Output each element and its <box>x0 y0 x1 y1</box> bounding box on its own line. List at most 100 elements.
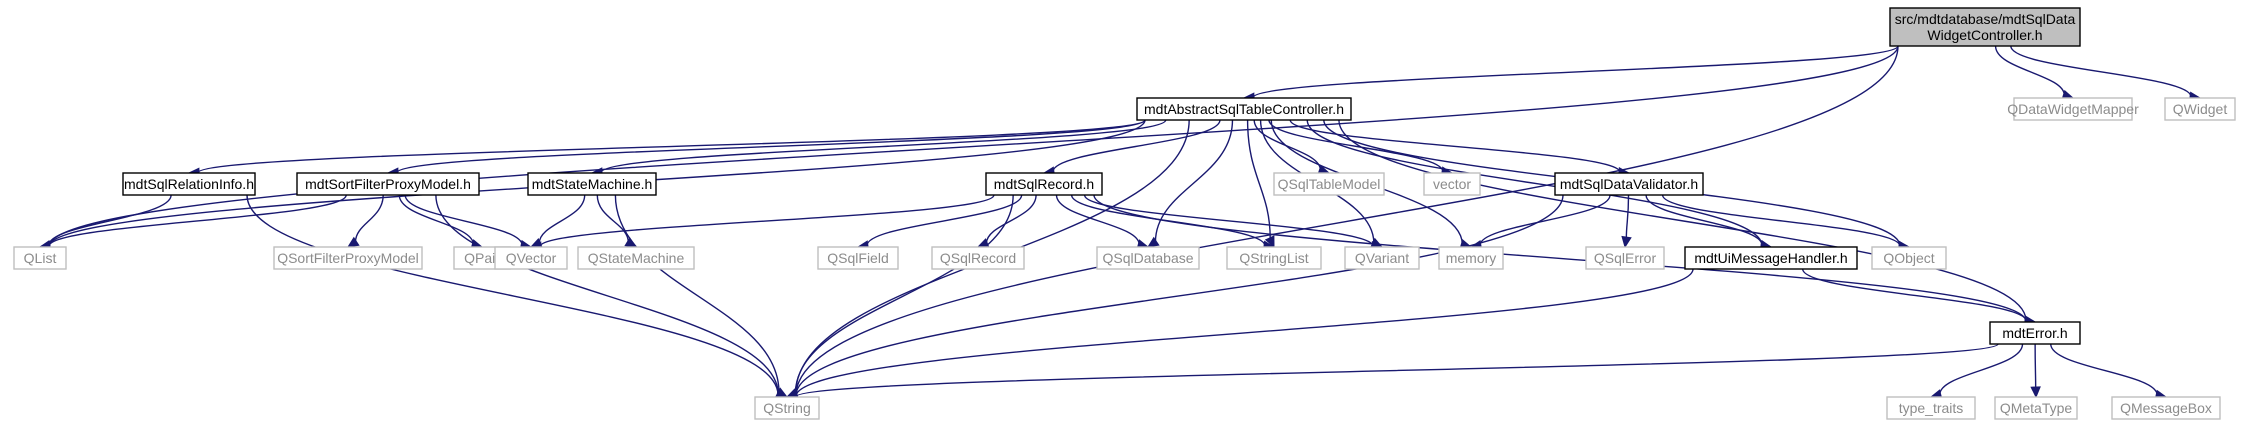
edge-line <box>48 194 347 247</box>
node-box <box>1096 246 1200 270</box>
edge-abstract-to-qsqldatabase <box>1146 119 1234 248</box>
node-box <box>1273 172 1385 196</box>
node-label: QWidget <box>2173 101 2228 117</box>
node-label: QVariant <box>1355 250 1409 266</box>
edge-arrowhead <box>1146 236 1160 248</box>
edge-line <box>795 268 1694 397</box>
node-sortfilter[interactable]: mdtSortFilterProxyModel.h <box>296 172 480 196</box>
node-box <box>1994 396 2078 420</box>
edge-line <box>794 194 1014 394</box>
edge-arrowhead <box>1264 235 1275 249</box>
node-box <box>1889 7 2081 47</box>
edge-validator-to-uimessage <box>1645 194 1773 251</box>
edge-abstract-to-qstringlist <box>1246 119 1275 249</box>
node-qobject: QObject <box>1871 246 1947 270</box>
node-label: memory <box>1446 250 1497 266</box>
edge-line <box>1083 194 1374 247</box>
edge-line <box>354 194 384 243</box>
edge-line <box>795 343 1999 398</box>
node-qsqldatabase: QSqlDatabase <box>1096 246 1200 270</box>
node-label: QSqlField <box>827 250 888 266</box>
node-label: src/mdtdatabase/mdtSqlData <box>1895 11 2076 27</box>
edge-abstract-to-statemachine <box>590 119 1167 178</box>
node-qsqlerror: QSqlError <box>1585 246 1665 270</box>
nodes-layer: src/mdtdatabase/mdtSqlDataWidgetControll… <box>13 7 2236 420</box>
edge-line <box>48 194 172 246</box>
edge-uimessage-to-mdterror <box>1801 268 2037 327</box>
node-qlist: QList <box>13 246 67 270</box>
node-sqlrecord[interactable]: mdtSqlRecord.h <box>985 172 1103 196</box>
node-label: QMessageBox <box>2120 400 2212 416</box>
node-validator[interactable]: mdtSqlDataValidator.h <box>1554 172 1704 196</box>
node-label: QSqlTableModel <box>1278 176 1381 192</box>
edge-line <box>866 194 1023 246</box>
edge-line <box>1479 194 1611 246</box>
edge-validator-to-memory <box>1469 194 1611 251</box>
node-qmessagebox: QMessageBox <box>2111 396 2221 420</box>
node-box <box>754 396 820 420</box>
node-label: QSqlDatabase <box>1102 250 1193 266</box>
node-label: mdtSqlRelationInfo.h <box>124 176 254 192</box>
node-box <box>494 246 568 270</box>
edge-sqlrecord-to-qsqldatabase <box>1055 194 1150 250</box>
edge-root-to-qwidget <box>2010 45 2202 102</box>
node-qsqlrecord: QSqlRecord <box>931 246 1025 270</box>
edge-line <box>404 194 523 246</box>
node-box <box>13 246 67 270</box>
edge-line <box>1246 119 1271 239</box>
node-box <box>273 246 423 270</box>
node-box <box>1871 246 1947 270</box>
node-label: QSortFilterProxyModel <box>277 250 419 266</box>
edge-line <box>1093 194 2027 322</box>
node-label: QSqlError <box>1594 250 1657 266</box>
node-label: mdtAbstractSqlTableController.h <box>1144 101 1344 117</box>
node-box <box>1423 172 1481 196</box>
node-label: mdtSqlDataValidator.h <box>1560 176 1698 192</box>
node-label: QSqlRecord <box>940 250 1016 266</box>
edge-line <box>435 194 779 395</box>
node-box <box>1438 246 1504 270</box>
edge-mdterror-to-qmessagebox <box>2050 343 2168 401</box>
edge-line <box>795 45 1899 396</box>
node-abstract[interactable]: mdtAbstractSqlTableController.h <box>1136 97 1352 121</box>
node-uimessage[interactable]: mdtUiMessageHandler.h <box>1684 246 1858 270</box>
node-box <box>985 172 1103 196</box>
edge-mdterror-to-qstring <box>785 343 1999 403</box>
edge-line <box>1338 119 2027 321</box>
node-box <box>1886 396 1976 420</box>
edge-relationinfo-to-qlist <box>38 194 172 251</box>
node-label: mdtStateMachine.h <box>532 176 653 192</box>
node-relationinfo[interactable]: mdtSqlRelationInfo.h <box>122 172 256 196</box>
edge-arrowhead <box>1621 235 1632 249</box>
node-label: QObject <box>1883 250 1934 266</box>
node-root[interactable]: src/mdtdatabase/mdtSqlDataWidgetControll… <box>1889 7 2081 47</box>
node-box <box>1344 246 1420 270</box>
node-qstring: QString <box>754 396 820 420</box>
edge-line <box>614 194 780 393</box>
edge-root-to-qlist <box>38 45 1899 252</box>
node-label: QVector <box>506 250 557 266</box>
node-statemachine[interactable]: mdtStateMachine.h <box>527 172 657 196</box>
node-qdatawidgetmapper: QDataWidgetMapper <box>2007 97 2139 121</box>
edge-line <box>1154 119 1234 242</box>
node-label: mdtSqlRecord.h <box>994 176 1094 192</box>
node-label: vector <box>1433 176 1471 192</box>
node-box <box>1684 246 1858 270</box>
edge-line <box>538 194 586 244</box>
node-box <box>1226 246 1322 270</box>
node-box <box>2013 97 2133 121</box>
node-box <box>1136 97 1352 121</box>
edge-line <box>985 194 1037 244</box>
node-box <box>2164 97 2236 121</box>
node-qwidget: QWidget <box>2164 97 2236 121</box>
node-mdterror[interactable]: mdtError.h <box>1989 321 2081 345</box>
edge-sqlrecord-to-qsqlfield <box>856 194 1023 251</box>
node-box <box>2111 396 2221 420</box>
edge-line <box>398 194 475 245</box>
edge-relationinfo-to-qstring <box>246 194 789 401</box>
node-qvector: QVector <box>494 246 568 270</box>
node-label: type_traits <box>1899 400 1964 416</box>
node-box <box>577 246 695 270</box>
node-label: QMetaType <box>2000 400 2073 416</box>
